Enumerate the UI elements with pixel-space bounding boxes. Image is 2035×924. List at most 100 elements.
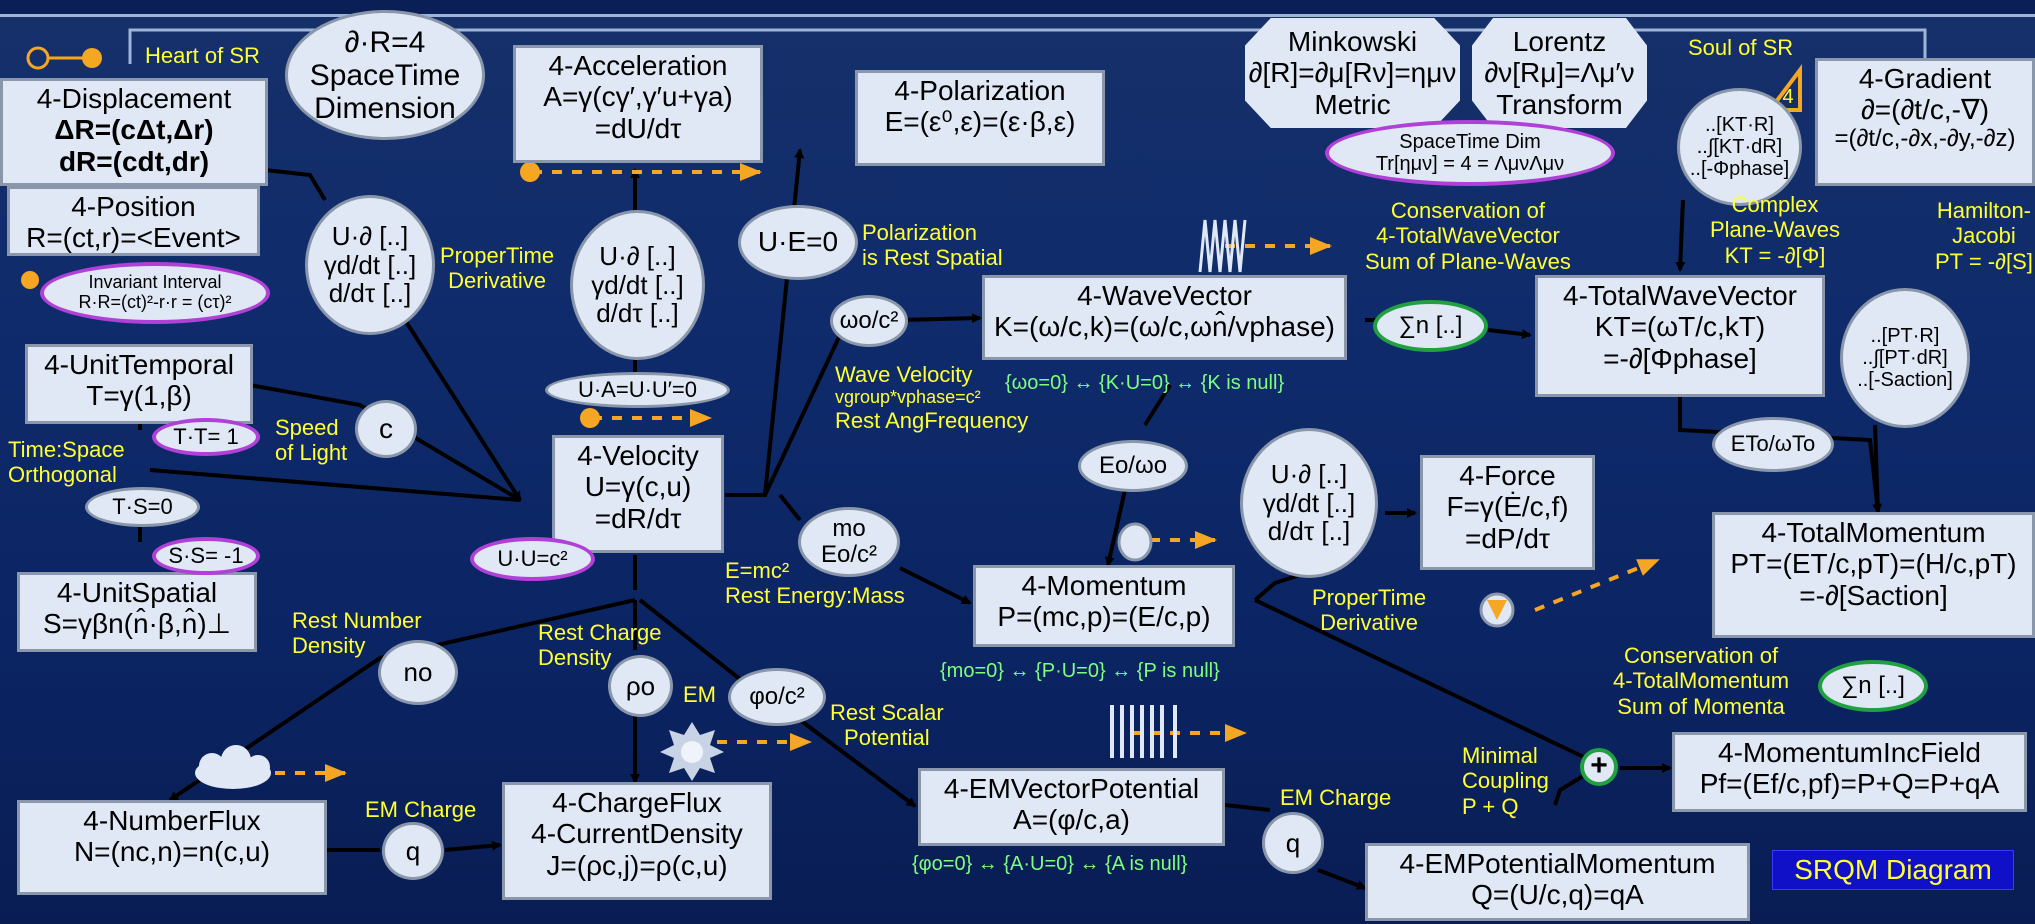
box-formula: ΔR=(cΔt,Δr) [54, 114, 214, 146]
box-formula: J=(ρc,j)=ρ(c,u) [546, 849, 728, 881]
box-title: 4-Gradient [1858, 63, 1992, 94]
box-formula: Pf=(Ef/c,pf)=P+Q=P+qA [1699, 768, 2000, 800]
label-line: Density [538, 645, 612, 671]
ue-ellipse: U·E=0 [738, 205, 858, 280]
omega0-ellipse: ωo/c² [830, 295, 908, 347]
label-line: Rest Charge [538, 620, 662, 645]
box-title: 4-WaveVector [1077, 280, 1252, 311]
orange-dot-icon [520, 162, 540, 182]
phi0-ellipse: φo/c² [728, 668, 826, 726]
em-potential-null-condition: {φo=0} ↔ {A·U=0} ↔ {A is null} [912, 853, 1188, 875]
box-formula: dR=(cdt,dr) [58, 145, 210, 177]
hamilton-jacobi-label: Hamilton- Jacobi PT = -∂[S] [1935, 198, 2033, 274]
ellipse-line: c [379, 412, 393, 444]
label-line: Derivative [448, 268, 546, 294]
box-formula: =(∂t/c,-∂x,-∂y,-∂z) [1834, 124, 2016, 152]
ellipse-line: U·U=c² [497, 545, 568, 571]
octagon-formula: ∂ν[Rμ]=Λμ′ν [1484, 57, 1635, 89]
label-line: ProperTime [1312, 585, 1427, 610]
label-line: Coupling [1462, 768, 1549, 794]
em-label: EM [683, 682, 716, 707]
box-formula: P=(mc,p)=(E/c,p) [997, 601, 1211, 633]
box-title: 4-TotalWaveVector [1563, 280, 1797, 311]
ts-ellipse: T·S=0 [85, 487, 200, 527]
label-line: of Light [275, 440, 348, 466]
box-subtitle: 4-CurrentDensity [531, 818, 743, 850]
ellipse-line: d/dτ [..] [328, 278, 412, 309]
ellipse-line: ..∫[KT·dR] [1696, 136, 1783, 158]
box-formula: U=γ(c,u) [584, 471, 692, 503]
box-4-unit-spatial: 4-UnitSpatial S=γβn(n̂·β,n̂)⊥ [17, 572, 257, 652]
box-4-velocity: 4-Velocity U=γ(c,u) =dR/dτ [552, 435, 724, 553]
box-4-polarization: 4-Polarization E=(ε⁰,ε)=(ε·β,ε) [855, 70, 1105, 166]
ellipse-line: γd/dt [..] [591, 269, 684, 300]
propertime-derivative-label-1: ProperTime Derivative [440, 243, 554, 294]
time-space-orthogonal-label: Time:Space Orthogonal [8, 437, 125, 488]
c-ellipse: c [355, 400, 417, 458]
polarization-rest-spatial-label: Polarization is Rest Spatial [862, 220, 1003, 271]
box-formula: S=γβn(n̂·β,n̂)⊥ [42, 608, 232, 640]
label-line: Conservation of [1623, 643, 1779, 668]
complex-plane-waves-label: Complex Plane-Waves KT = -∂[Φ] [1710, 192, 1840, 268]
box-formula: N=(nc,n)=n(c,u) [73, 836, 271, 868]
octagon-title: Minkowski [1287, 25, 1418, 57]
label-line: 4-TotalWaveVector [1376, 223, 1560, 249]
box-title: 4-Acceleration [548, 50, 728, 81]
label-line: Rest Energy:Mass [725, 583, 905, 609]
heart-of-sr-label: Heart of SR [145, 43, 260, 68]
ellipse-line: γd/dt [..] [1262, 487, 1356, 518]
em-charge-label-left: EM Charge [365, 797, 477, 822]
ellipse-line: γd/dt [..] [323, 249, 417, 280]
octagon-caption: Transform [1496, 88, 1623, 120]
ellipse-line: U·E=0 [757, 226, 839, 258]
conservation-momentum-label: Conservation of 4-TotalMomentum Sum of M… [1613, 643, 1789, 719]
speed-of-light-label: Speed of Light [275, 415, 347, 466]
ellipse-line: S·S= -1 [168, 542, 244, 568]
rho0-ellipse: ρo [608, 655, 673, 717]
ellipse-line: ..[KT·R] [1705, 114, 1774, 136]
ellipse-line: ..[-Saction] [1857, 369, 1953, 391]
label-line: 4-TotalMomentum [1613, 668, 1790, 694]
q-ellipse-left: q [382, 822, 444, 880]
box-title: 4-UnitSpatial [56, 577, 218, 608]
ellipse-line: ∑n [..] [1841, 671, 1905, 699]
ellipse-line: ∑n [..] [1398, 311, 1463, 339]
box-formula: F=γ(Ė/c,f) [1446, 491, 1569, 523]
pt-operations-ellipse: ..[PT·R] ..∫[PT·dR] ..[-Saction] [1840, 288, 1970, 428]
ellipse-line: ..∫[PT·dR] [1862, 347, 1948, 369]
box-4-wavevector: 4-WaveVector K=(ω/c,k)=(ω/c,ωn̂/vphase) [982, 275, 1347, 360]
label-line: Rest AngFrequency [835, 407, 1029, 433]
ellipse-line: U·∂ [..] [599, 241, 676, 272]
label-line: Derivative [1320, 610, 1418, 636]
half-circle-icon [1479, 592, 1515, 628]
box-title: 4-Position [71, 191, 196, 222]
box-formula: =-∂[Φphase] [1603, 342, 1757, 374]
wave-velocity-label: Wave Velocity vgroup*vphase=c² Rest AngF… [835, 362, 1028, 433]
label-line: Rest Scalar [830, 700, 944, 725]
sum-momentum-ellipse: ∑n [..] [1818, 660, 1928, 712]
wavevector-null-condition: {ωo=0} ↔ {K·U=0} ↔ {K is null} [1005, 372, 1285, 394]
box-4-gradient: 4-Gradient ∂=(∂t/c,-∇) =(∂t/c,-∂x,-∂y,-∂… [1815, 58, 2035, 186]
box-formula: A=(φ/c,a) [1013, 804, 1130, 836]
box-formula: R=(ct,r)=<Event> [26, 222, 241, 254]
ellipse-line: q [1285, 827, 1301, 858]
label-line: Plane-Waves [1710, 217, 1841, 243]
box-4-displacement: 4-Displacement ΔR=(cΔt,Δr) dR=(cdt,dr) [0, 78, 268, 186]
spacetime-dim-trace-ellipse: SpaceTime Dim Tr[ημν] = 4 = ΛμνΛμν [1325, 120, 1615, 186]
propertime-derivative-label-2: ProperTime Derivative [1312, 585, 1426, 636]
box-title: 4-NumberFlux [83, 805, 261, 836]
box-4-total-wavevector: 4-TotalWaveVector KT=(ωT/c,kT) =-∂[Φphas… [1535, 275, 1825, 397]
ellipse-line: U·∂ [..] [1270, 459, 1348, 490]
octagon-caption: Metric [1314, 88, 1391, 120]
box-4-acceleration: 4-Acceleration A=γ(cγ′,γ′u+γa) =dU/dτ [513, 45, 763, 163]
box-formula: K=(ω/c,k)=(ω/c,ωn̂/vphase) [993, 311, 1336, 343]
tt-ellipse: T·T= 1 [152, 418, 260, 456]
label-line: Speed [275, 415, 339, 440]
heart-toggle-icon [26, 46, 102, 70]
label-line: P + Q [1462, 793, 1519, 819]
sun-icon [660, 722, 724, 781]
box-formula: PT=(ET/c,pT)=(H/c,pT) [1730, 548, 2017, 580]
box-formula: E=(ε⁰,ε)=(ε·β,ε) [884, 106, 1076, 138]
orange-dot-icon [21, 271, 39, 289]
particle-icon [1117, 522, 1153, 562]
